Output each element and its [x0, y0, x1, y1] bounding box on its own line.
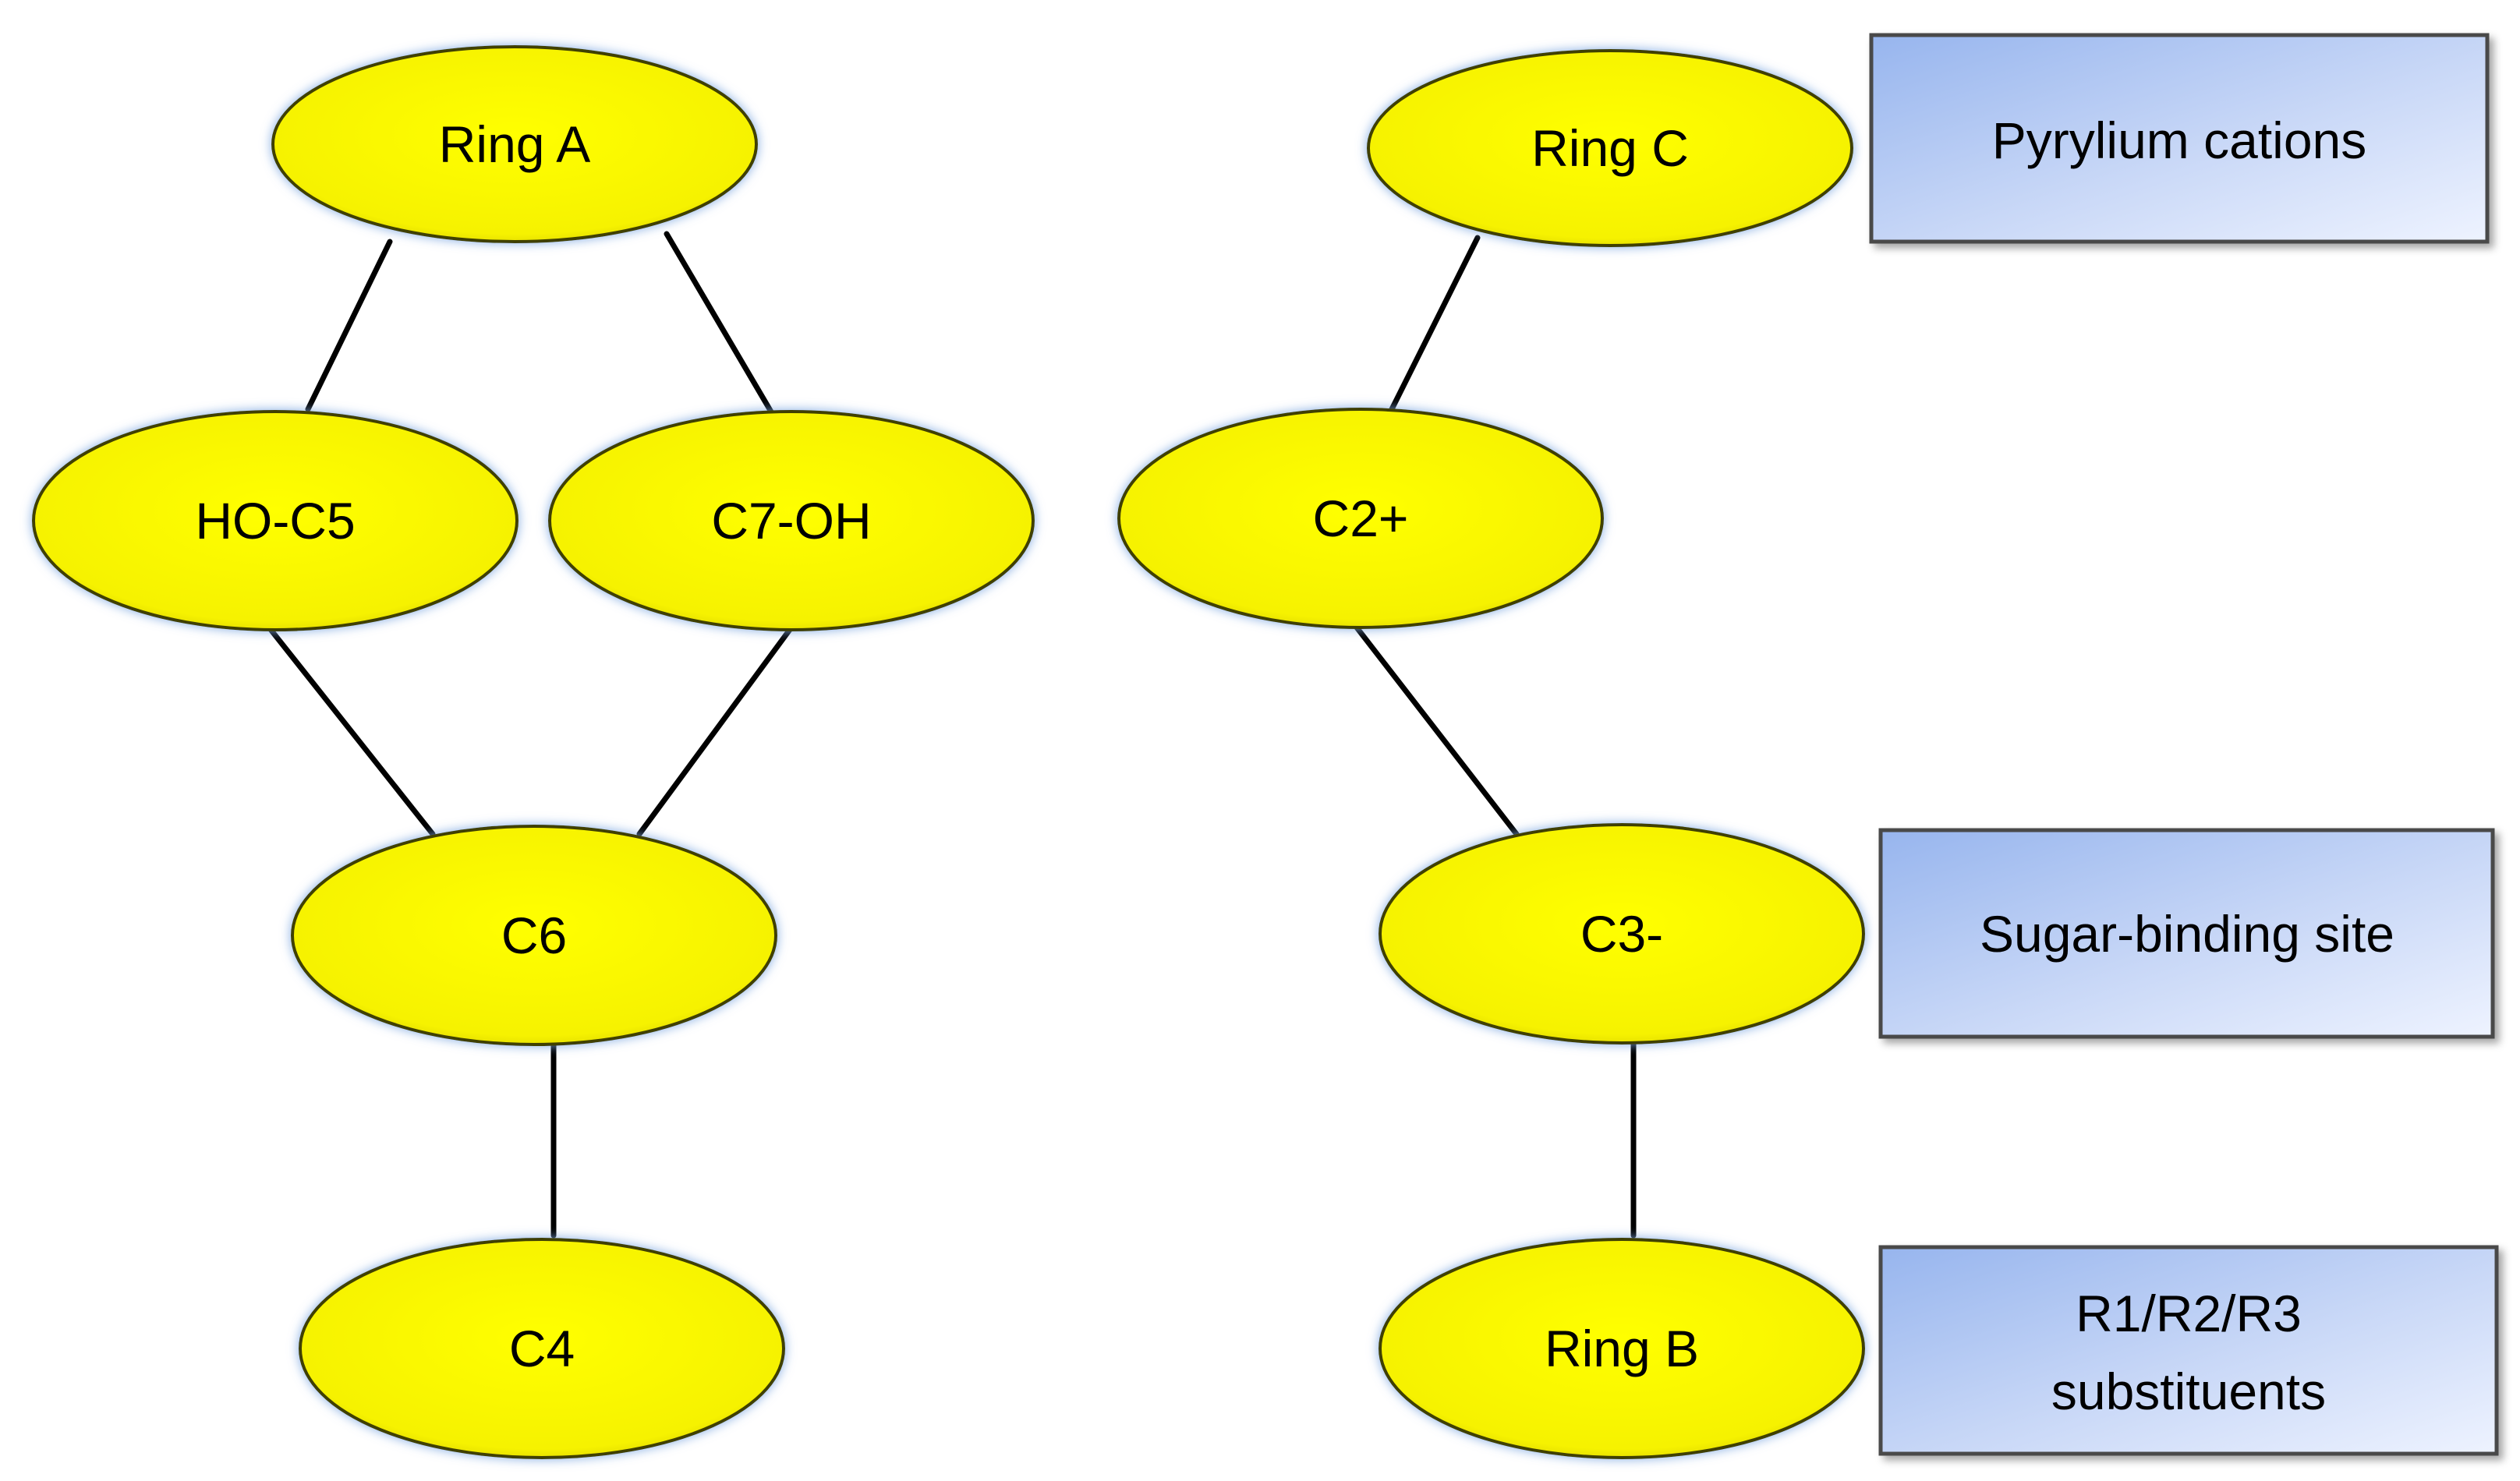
node-c4-shape — [299, 1238, 785, 1459]
node-c7-oh-label: C7-OH — [711, 492, 871, 550]
edge-c7-oh-c6 — [636, 624, 795, 837]
edge-ring-a-c7-oh — [664, 231, 775, 416]
node-ring-b-shape — [1379, 1238, 1865, 1459]
edge-ring-c-c2-plus — [1389, 235, 1481, 412]
node-c3-minus-label: C3- — [1580, 905, 1663, 963]
node-ring-a-shape — [271, 45, 758, 243]
node-ring-c-label: Ring C — [1531, 119, 1689, 177]
node-c6-label: C6 — [501, 907, 567, 964]
node-c7-oh-shape — [548, 410, 1035, 631]
node-c3-minus-shape — [1379, 823, 1865, 1044]
edge-ring-a-ho-c5 — [305, 239, 393, 412]
edges — [266, 231, 1637, 1239]
node-c6: C6 — [291, 825, 777, 1046]
node-ring-b-label: Ring B — [1545, 1320, 1699, 1377]
box-pyrylium-cations-label: Pyrylium cations — [1992, 111, 2366, 169]
node-ring-a-label: Ring A — [439, 115, 590, 173]
box-pyrylium-cations-shape — [1869, 33, 2490, 244]
box-substituents: R1/R2/R3 substituents — [1878, 1245, 2499, 1456]
node-c2-plus-label: C2+ — [1313, 490, 1409, 547]
box-sugar-binding-site: Sugar-binding site — [1878, 828, 2495, 1039]
node-ring-a: Ring A — [271, 45, 758, 243]
node-ring-b: Ring B — [1379, 1238, 1865, 1459]
box-substituents-shape — [1878, 1245, 2499, 1456]
node-c4: C4 — [299, 1238, 785, 1459]
box-substituents-label-line2: substituents — [2051, 1363, 2326, 1420]
node-c2-plus-shape — [1117, 408, 1604, 629]
node-ho-c5-label: HO-C5 — [195, 492, 355, 550]
node-ho-c5: HO-C5 — [32, 410, 519, 631]
box-substituents-label-line1: R1/R2/R3 — [2076, 1285, 2302, 1342]
node-c7-oh: C7-OH — [548, 410, 1035, 631]
node-c2-plus: C2+ — [1117, 408, 1604, 629]
node-c4-label: C4 — [509, 1320, 575, 1377]
node-ho-c5-shape — [32, 410, 519, 631]
node-c3-minus: C3- — [1379, 823, 1865, 1044]
box-pyrylium-cations: Pyrylium cations — [1869, 33, 2490, 244]
node-c6-shape — [291, 825, 777, 1046]
edge-c2-plus-c3-minus — [1354, 624, 1520, 837]
node-ring-c-shape — [1367, 49, 1853, 247]
edge-ho-c5-c6 — [266, 624, 436, 837]
node-ring-c: Ring C — [1367, 49, 1853, 247]
box-sugar-binding-site-shape — [1878, 828, 2495, 1039]
box-sugar-binding-site-label: Sugar-binding site — [1980, 905, 2394, 963]
